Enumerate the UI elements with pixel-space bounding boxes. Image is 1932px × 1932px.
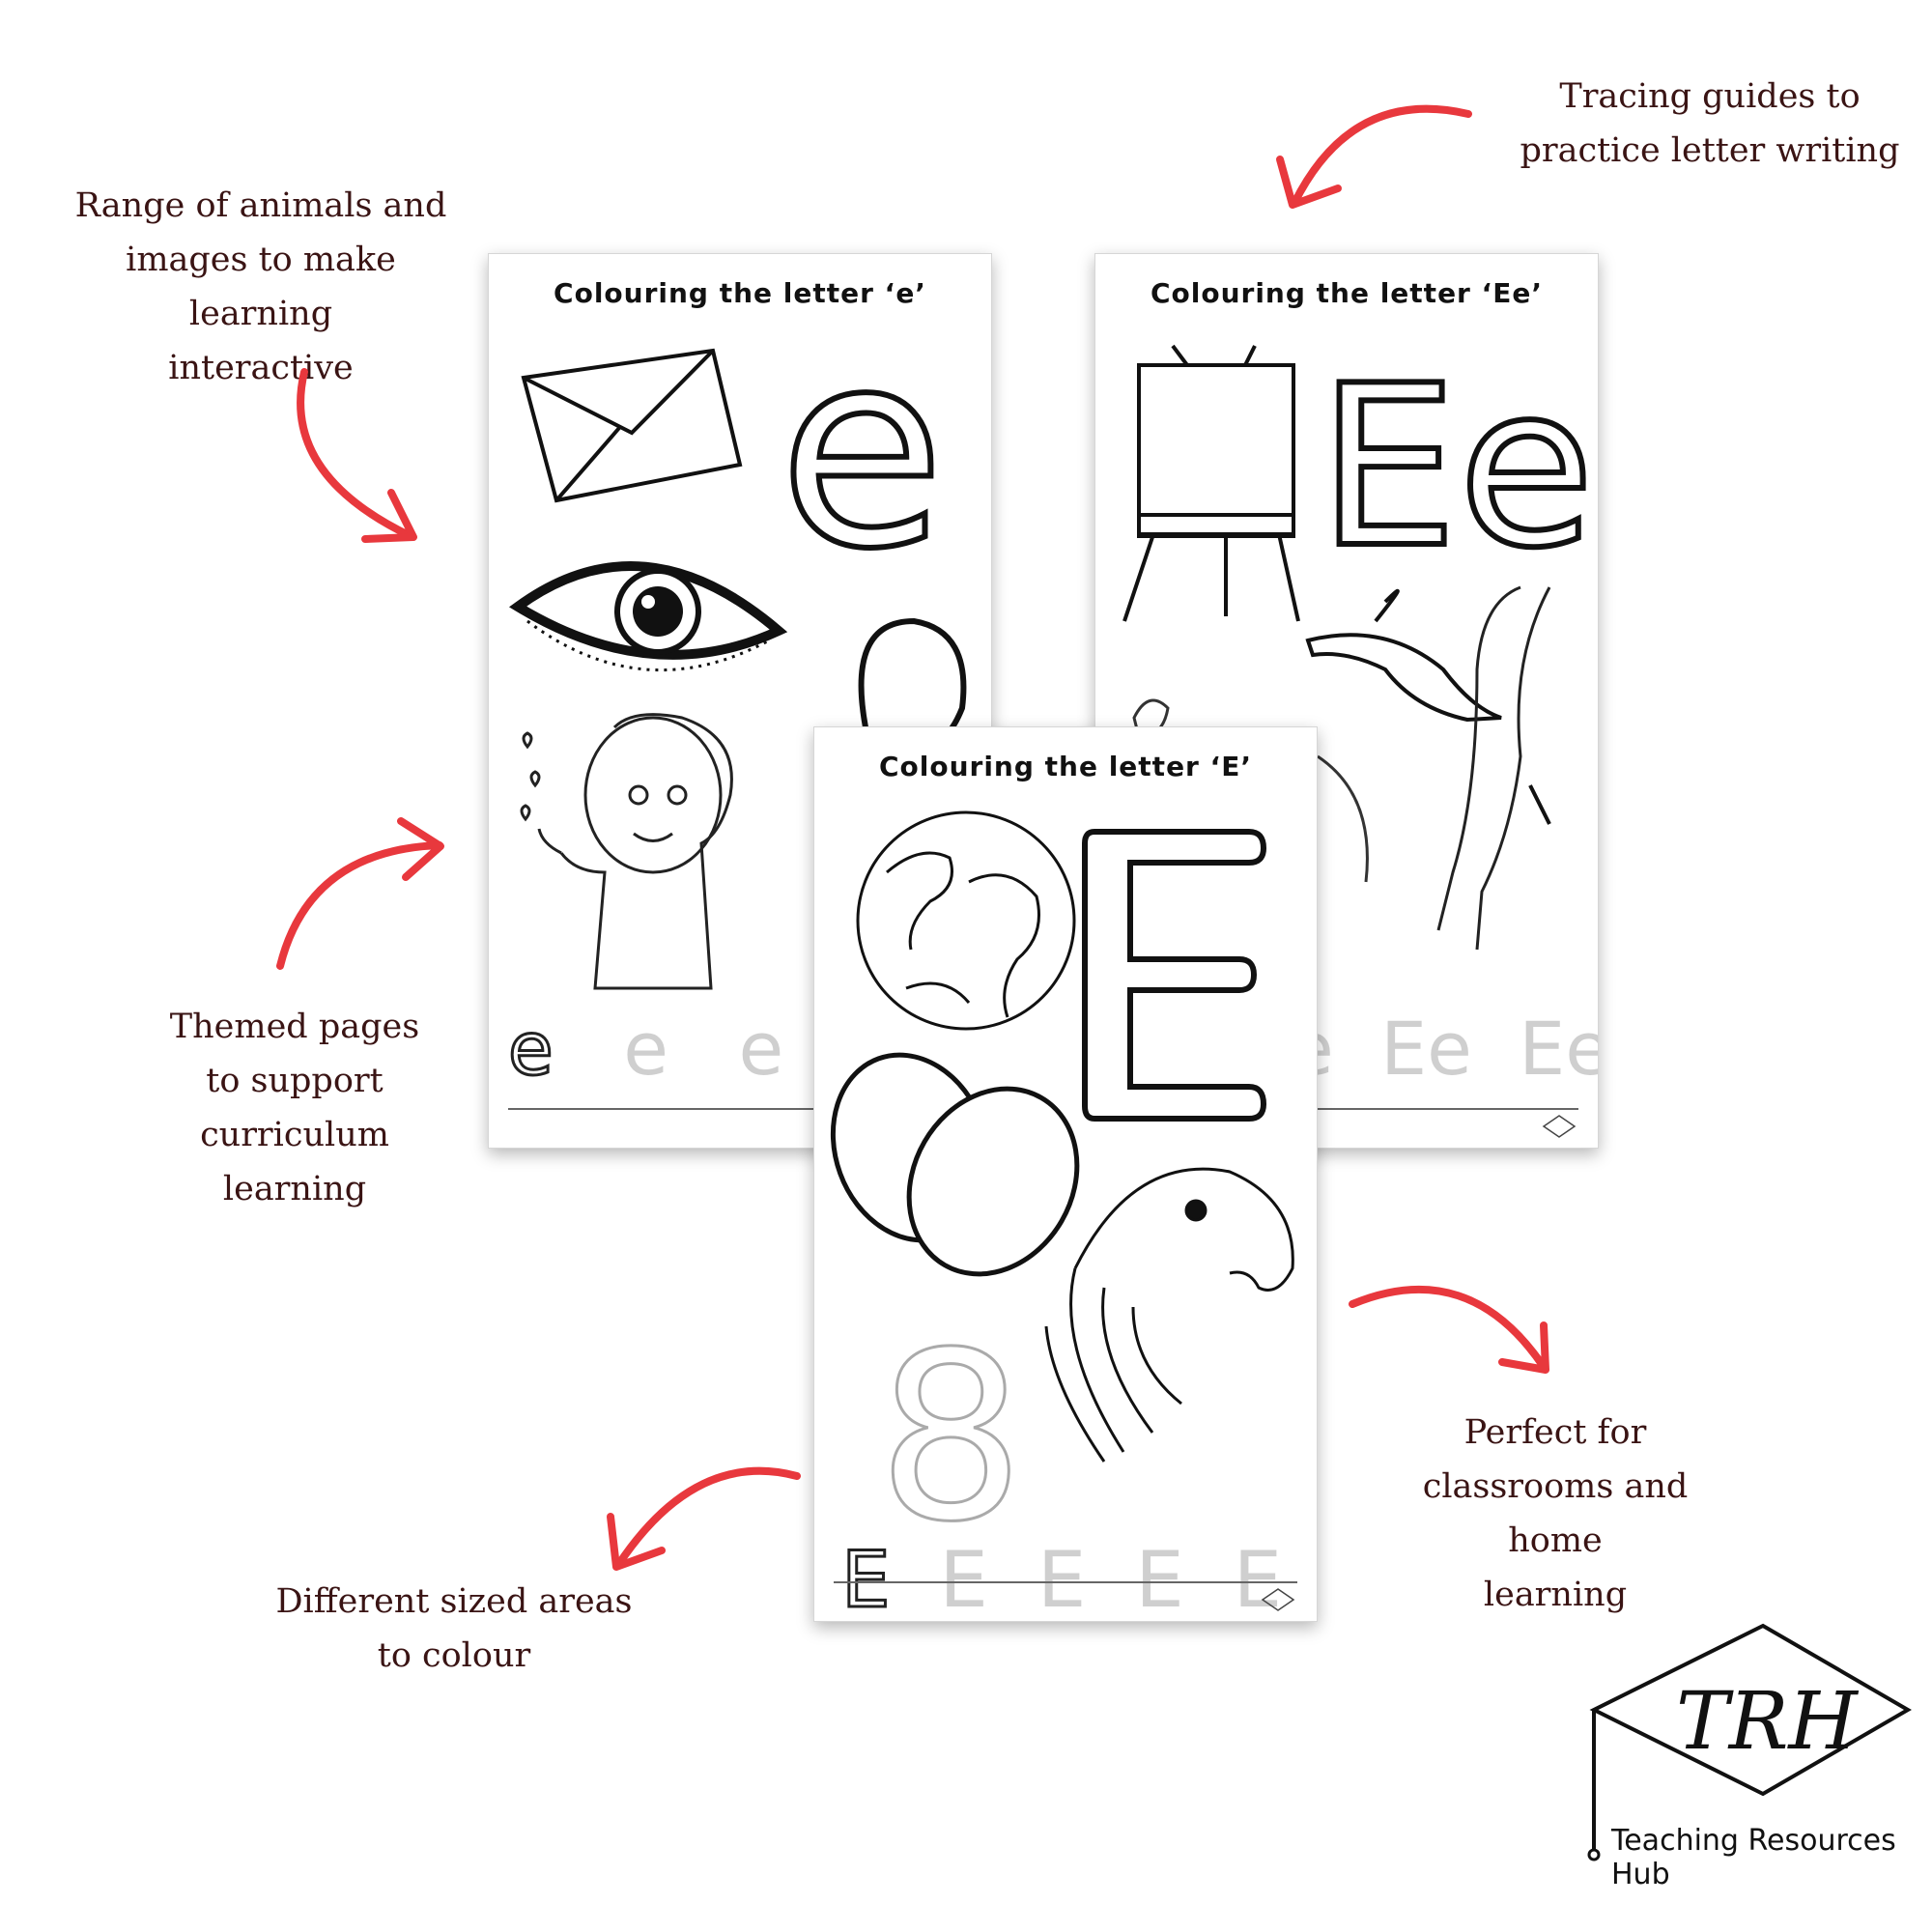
- big-letter-e: e: [779, 294, 945, 609]
- number-eight: 8: [877, 1302, 1025, 1573]
- eye-icon: [508, 561, 788, 672]
- callout-line: curriculum: [200, 1116, 389, 1154]
- callout-perfect-for: Perfect for classrooms and home learning: [1372, 1406, 1739, 1622]
- callout-tracing-guides: Tracing guides to practice letter writin…: [1507, 70, 1913, 178]
- trace-letter: E: [840, 1534, 893, 1622]
- ear-icon: [858, 617, 967, 746]
- arm-icon: [1436, 585, 1551, 951]
- easel-icon: [1122, 344, 1300, 622]
- worksheet-upper-lower-ee: Colouring the letter ‘Ee’ Ee e Ee Ee: [1094, 253, 1599, 1149]
- worksheet-illustrations: 8: [830, 810, 1294, 1575]
- writing-line: [834, 1581, 1297, 1583]
- callout-line: Perfect for: [1463, 1413, 1647, 1452]
- logo-name: Teaching Resources Hub: [1611, 1824, 1896, 1891]
- trace-letter: e: [623, 1006, 669, 1092]
- callout-line: interactive: [168, 349, 354, 387]
- eel-icon: [1305, 633, 1502, 723]
- envelope-icon: [521, 348, 743, 503]
- trace-row: E E E E E E: [840, 1534, 1317, 1622]
- arrow-top-right-icon: [1276, 104, 1472, 209]
- callout-different-sized-areas: Different sized areas to colour: [261, 1575, 647, 1683]
- trace-letter: Ee: [1519, 1006, 1598, 1092]
- trace-letter: e: [738, 1006, 784, 1092]
- worksheet-lowercase-e: Colouring the letter ‘e’ e: [488, 253, 992, 1149]
- eagle-icon: [1044, 1167, 1294, 1463]
- trace-row: e Ee Ee: [1289, 1006, 1598, 1092]
- writing-line: [1115, 1108, 1578, 1110]
- big-letter-e-upper: [1082, 829, 1267, 1122]
- callout-line: learning: [222, 1170, 367, 1208]
- callout-line: images to make learning: [126, 241, 396, 333]
- mini-logo-icon: [1261, 1588, 1295, 1611]
- callout-line: to colour: [377, 1636, 531, 1675]
- trace-letter: Ee: [1380, 1006, 1472, 1092]
- callout-line: classrooms and home: [1422, 1467, 1689, 1560]
- elephant-icon: [520, 713, 733, 990]
- big-letter-ee: Ee: [1318, 339, 1595, 597]
- callout-line: practice letter writing: [1520, 131, 1900, 170]
- worksheet-illustrations: Ee: [1122, 336, 1598, 951]
- worksheet-title: Colouring the letter ‘e’: [554, 277, 926, 309]
- callout-line: Range of animals and: [74, 186, 447, 225]
- arrow-middle-left-icon: [276, 817, 444, 970]
- callout-line: to support: [206, 1062, 384, 1100]
- worksheet-title: Colouring the letter ‘Ee’: [1150, 277, 1544, 309]
- trace-letter: E: [1037, 1535, 1087, 1622]
- logo-icon: TRH: [1587, 1623, 1912, 1861]
- logo-monogram: TRH: [1676, 1676, 1859, 1768]
- globe-icon: [856, 810, 1076, 1031]
- worksheet-illustrations: e: [508, 291, 967, 990]
- arrow-top-left-icon: [297, 368, 417, 543]
- callout-themed-pages: Themed pages to support curriculum learn…: [145, 1000, 444, 1216]
- worksheet-uppercase-e: Colouring the letter ‘E’ 8 E E E E E: [813, 726, 1318, 1622]
- arrow-bottom-right-icon: [1349, 1285, 1549, 1374]
- arrow-icon: [1528, 784, 1551, 825]
- mini-logo-icon: [1542, 1115, 1577, 1138]
- trace-letter: E: [939, 1535, 988, 1622]
- callout-line: learning: [1483, 1576, 1628, 1614]
- callout-line: Different sized areas: [275, 1582, 633, 1621]
- callout-range-of-animals: Range of animals and images to make lear…: [58, 179, 464, 395]
- callout-line: Tracing guides to: [1559, 77, 1861, 116]
- writing-line: [508, 1108, 972, 1110]
- worksheet-title: Colouring the letter ‘E’: [878, 751, 1253, 782]
- trace-letter: E: [1135, 1535, 1184, 1622]
- callout-line: Themed pages: [169, 1008, 420, 1046]
- eggs-icon: [830, 1052, 1080, 1277]
- trace-letter: e: [507, 1005, 555, 1094]
- arrow-bottom-left-icon: [607, 1466, 801, 1571]
